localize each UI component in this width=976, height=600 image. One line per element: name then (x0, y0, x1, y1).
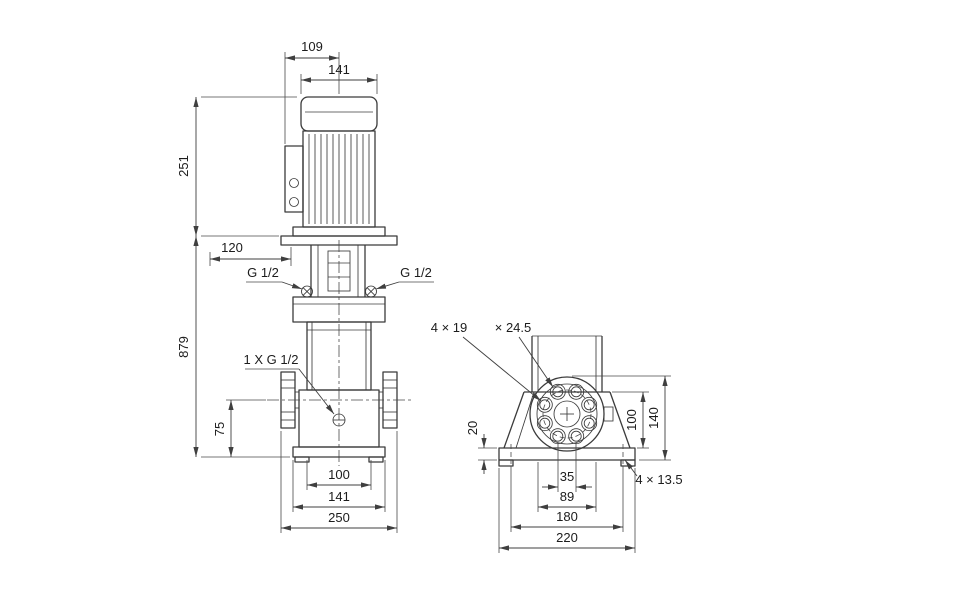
dim-flange-span: 250 (280, 431, 398, 533)
dim-label-pump-height: 879 (176, 336, 191, 358)
flange-bolt-holes (536, 383, 598, 445)
terminal-box (284, 145, 304, 213)
base-foot (498, 459, 514, 467)
dim-port-height: 75 (212, 399, 266, 457)
cable-gland-icon (289, 178, 299, 188)
side-bracket (503, 391, 631, 449)
dim-label-span-35: 35 (560, 469, 574, 484)
port-label-right: G 1/2 (375, 265, 434, 290)
motor-stool (280, 235, 398, 466)
motor-flange (292, 226, 386, 237)
dim-span-89: 89 (537, 462, 597, 512)
vent-plug-icon (365, 285, 377, 298)
dim-base-inner: 100 (306, 460, 372, 490)
drain-label: 1 X G 1/2 (244, 352, 299, 367)
pump-head (292, 285, 386, 323)
side-column (531, 335, 603, 392)
port-left-label: G 1/2 (247, 265, 279, 280)
dim-label-motor-width: 141 (328, 62, 350, 77)
base-foot (294, 456, 310, 463)
drain-plug (332, 413, 346, 427)
cable-gland-icon (289, 197, 299, 207)
side-view: 4 × 19 × 24.5 20 100 140 (431, 320, 683, 553)
dim-label-span-220: 220 (556, 530, 578, 545)
fan-cover (300, 96, 378, 132)
motor (284, 96, 386, 237)
base-hole-callout: 4 × 13.5 (624, 459, 683, 487)
front-view: 109 141 251 879 120 (176, 39, 434, 533)
dim-label-plate-thickness: 20 (465, 421, 480, 435)
base-plate (292, 446, 386, 458)
dim-pump-height: 879 (176, 236, 290, 458)
dim-label-span-89: 89 (560, 489, 574, 504)
dim-label-motor-height: 251 (176, 155, 191, 177)
dim-motor-width: 141 (300, 62, 378, 94)
side-base-plate (498, 444, 636, 467)
dim-label-height-140: 140 (646, 407, 661, 429)
dim-height-140: 140 (572, 375, 671, 461)
dim-label-base-width: 141 (328, 489, 350, 504)
base-foot (368, 456, 384, 463)
flange-counterbore-label: × 24.5 (495, 320, 532, 335)
dim-span-35: 35 (542, 443, 592, 492)
dim-label-stool-height: 120 (221, 240, 243, 255)
dim-base-width: 141 (292, 460, 386, 512)
dim-fan-width: 109 (284, 39, 340, 144)
dim-label-fan-width: 109 (301, 39, 323, 54)
dim-motor-height: 251 (176, 96, 297, 237)
flange-hole-callout: 4 × 19 × 24.5 (431, 320, 554, 402)
dim-span-180: 180 (510, 466, 624, 532)
dim-label-base-inner: 100 (328, 467, 350, 482)
dim-span-220: 220 (498, 468, 636, 553)
dim-label-port-height: 75 (212, 422, 227, 436)
flange-holes-label: 4 × 19 (431, 320, 468, 335)
vent-plug-icon (301, 285, 313, 298)
port-label-left: G 1/2 (246, 265, 303, 290)
dim-label-height-100: 100 (624, 409, 639, 431)
flange-face (529, 376, 614, 452)
dim-label-flange-span: 250 (328, 510, 350, 525)
bolt-circle (542, 389, 592, 439)
drain-port-label: 1 X G 1/2 (244, 352, 335, 415)
base-holes-label: 4 × 13.5 (635, 472, 682, 487)
pump-base (267, 371, 411, 463)
motor-fins (308, 134, 370, 224)
dim-plate-thickness: 20 (465, 421, 497, 474)
port-right-label: G 1/2 (400, 265, 432, 280)
dim-height-100: 100 (612, 391, 649, 449)
dim-label-span-180: 180 (556, 509, 578, 524)
flange-bolt-lines (281, 379, 397, 421)
side-plug (603, 406, 614, 422)
dim-stool-height: 120 (209, 240, 292, 266)
